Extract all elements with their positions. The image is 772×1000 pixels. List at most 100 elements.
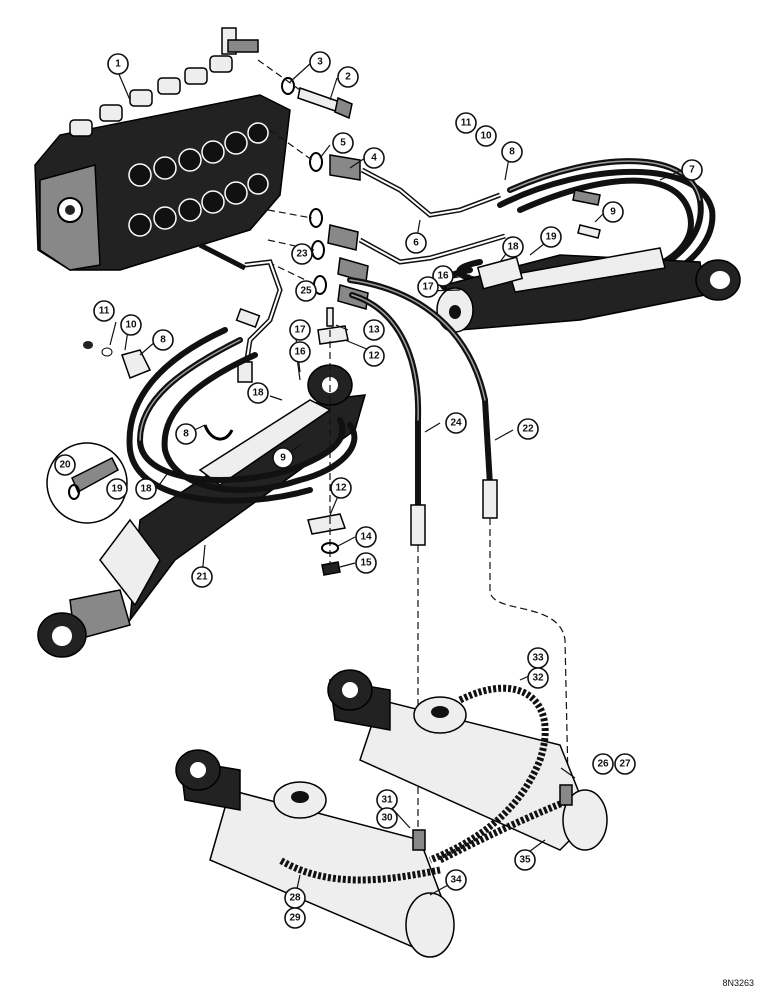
callout-13: 13 [363, 319, 385, 341]
callout-2: 2 [337, 66, 359, 88]
callout-label: 18 [140, 484, 152, 495]
callout-16b: 16 [289, 341, 311, 363]
callout-15: 15 [355, 552, 377, 574]
callout-18c: 18 [135, 478, 157, 500]
callout-14: 14 [355, 526, 377, 548]
callout-label: 7 [689, 165, 695, 176]
callout-9b: 9 [272, 447, 294, 469]
callout-11b: 11 [93, 300, 115, 322]
callout-label: 21 [196, 572, 208, 583]
callout-11: 11 [455, 112, 477, 134]
control-valve-assembly [34, 27, 291, 271]
callout-10b: 10 [120, 314, 142, 336]
callout-label: 12 [335, 483, 347, 494]
callout-3: 3 [309, 51, 331, 73]
callout-9: 9 [602, 201, 624, 223]
callout-label: 19 [111, 484, 123, 495]
valve-fittings [267, 129, 369, 310]
callout-label: 27 [619, 759, 631, 770]
callout-label: 15 [360, 558, 372, 569]
callout-label: 3 [317, 57, 323, 68]
callout-label: 10 [125, 320, 137, 331]
steel-tubes [198, 167, 506, 383]
callout-label: 14 [360, 532, 372, 543]
callout-label: 34 [450, 875, 462, 886]
callout-6: 6 [405, 232, 427, 254]
callout-16: 16 [432, 265, 454, 287]
callout-20: 20 [54, 454, 76, 476]
braided-hoses [278, 684, 573, 884]
callout-label: 29 [289, 913, 301, 924]
callout-label: 17 [294, 325, 306, 336]
figure-code: 8N3263 [722, 978, 754, 988]
callout-label: 18 [507, 242, 519, 253]
callout-17: 17 [417, 276, 439, 298]
callout-label: 16 [294, 347, 306, 358]
callout-32: 32 [527, 667, 549, 689]
callout-34: 34 [445, 869, 467, 891]
lower-left-cylinder [175, 749, 455, 958]
callout-19: 19 [540, 226, 562, 248]
callout-label: 12 [368, 351, 380, 362]
callout-25: 25 [295, 280, 317, 302]
callout-28: 28 [284, 887, 306, 909]
callout-label: 8 [160, 335, 166, 346]
callout-12b: 12 [330, 477, 352, 499]
bolt-and-washer [257, 59, 353, 120]
callout-19b: 19 [106, 478, 128, 500]
callout-8c: 8 [175, 423, 197, 445]
callout-29: 29 [284, 907, 306, 929]
callout-label: 18 [252, 388, 264, 399]
callout-label: 26 [597, 759, 609, 770]
callout-33: 33 [527, 647, 549, 669]
callout-12: 12 [363, 345, 385, 367]
callout-24: 24 [445, 412, 467, 434]
callout-8: 8 [501, 141, 523, 163]
callout-label: 23 [296, 249, 308, 260]
callout-label: 19 [545, 232, 557, 243]
callout-30: 30 [376, 807, 398, 829]
callout-label: 17 [422, 282, 434, 293]
callout-21: 21 [191, 566, 213, 588]
callout-label: 9 [610, 207, 616, 218]
callout-label: 6 [413, 238, 419, 249]
callout-label: 25 [300, 286, 312, 297]
callout-18b: 18 [247, 382, 269, 404]
callout-label: 28 [289, 893, 301, 904]
callout-18: 18 [502, 236, 524, 258]
callout-27: 27 [614, 753, 636, 775]
callout-label: 11 [99, 306, 110, 317]
callout-label: 13 [368, 325, 380, 336]
callout-label: 10 [480, 131, 492, 142]
callout-label: 8 [183, 429, 189, 440]
callout-23: 23 [291, 243, 313, 265]
left-lift-cylinder [37, 364, 367, 658]
callout-label: 35 [519, 855, 531, 866]
callout-label: 30 [381, 813, 393, 824]
lower-right-cylinder [327, 669, 608, 851]
callout-label: 22 [522, 424, 534, 435]
callout-35: 35 [514, 849, 536, 871]
callout-4: 4 [363, 147, 385, 169]
callout-label: 1 [115, 59, 121, 70]
callout-label: 31 [381, 795, 393, 806]
callout-8b: 8 [152, 329, 174, 351]
callout-31: 31 [376, 789, 398, 811]
left-hose-loop [126, 327, 358, 504]
callout-label: 4 [371, 153, 377, 164]
callout-label: 9 [280, 453, 286, 464]
callout-1: 1 [107, 53, 129, 75]
callout-label: 32 [532, 673, 544, 684]
callout-17b: 17 [289, 319, 311, 341]
callout-7: 7 [681, 159, 703, 181]
callout-label: 5 [340, 138, 346, 149]
callout-label: 8 [509, 147, 515, 158]
callout-label: 33 [532, 653, 544, 664]
clamps-and-hardware [83, 224, 601, 576]
callout-label: 16 [437, 271, 449, 282]
callout-10: 10 [475, 125, 497, 147]
callout-26: 26 [592, 753, 614, 775]
callout-label: 20 [59, 460, 71, 471]
callout-22: 22 [517, 418, 539, 440]
